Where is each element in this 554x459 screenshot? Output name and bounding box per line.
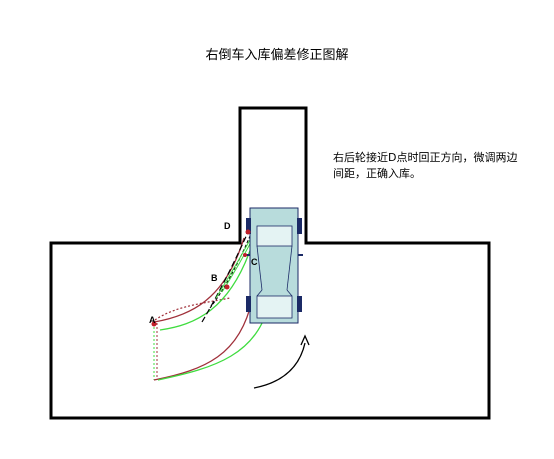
car-front-window [256, 225, 293, 247]
correction-dashed-2 [209, 235, 251, 309]
wheel-rear-right [297, 296, 302, 312]
direction-arrow-head [300, 334, 310, 346]
path-upper-green [159, 244, 253, 331]
instruction-note: 右后轮接近D点时回正方向，微调两边间距，正确入库。 [333, 151, 518, 180]
car-roof-line-right [286, 245, 293, 291]
direction-arrow-curve [253, 342, 306, 389]
car-roof-line-left [256, 245, 263, 291]
car-rear-line-left [256, 289, 263, 297]
label-point-b: B [211, 273, 218, 283]
label-point-c: C [251, 257, 258, 267]
point-a-marker [151, 321, 157, 327]
car [245, 207, 303, 324]
correction-green-1 [215, 235, 253, 299]
path-upper-red [153, 237, 245, 323]
wheel-front-left [246, 218, 251, 234]
path-lower-red [153, 237, 256, 381]
point-c-marker [243, 253, 247, 257]
label-point-a: A [149, 315, 156, 325]
correction-dashed-1 [201, 231, 249, 323]
car-rear-line-right [286, 289, 293, 297]
car-rear-window [256, 295, 293, 319]
label-point-d: D [224, 221, 231, 231]
wheel-rear-left [246, 296, 251, 312]
wheel-front-right [297, 218, 302, 234]
point-b-marker [224, 284, 230, 290]
point-d-marker [245, 229, 251, 235]
garage-outline [49, 106, 491, 420]
diagram-title: 右倒车入库偏差修正图解 [205, 48, 349, 63]
